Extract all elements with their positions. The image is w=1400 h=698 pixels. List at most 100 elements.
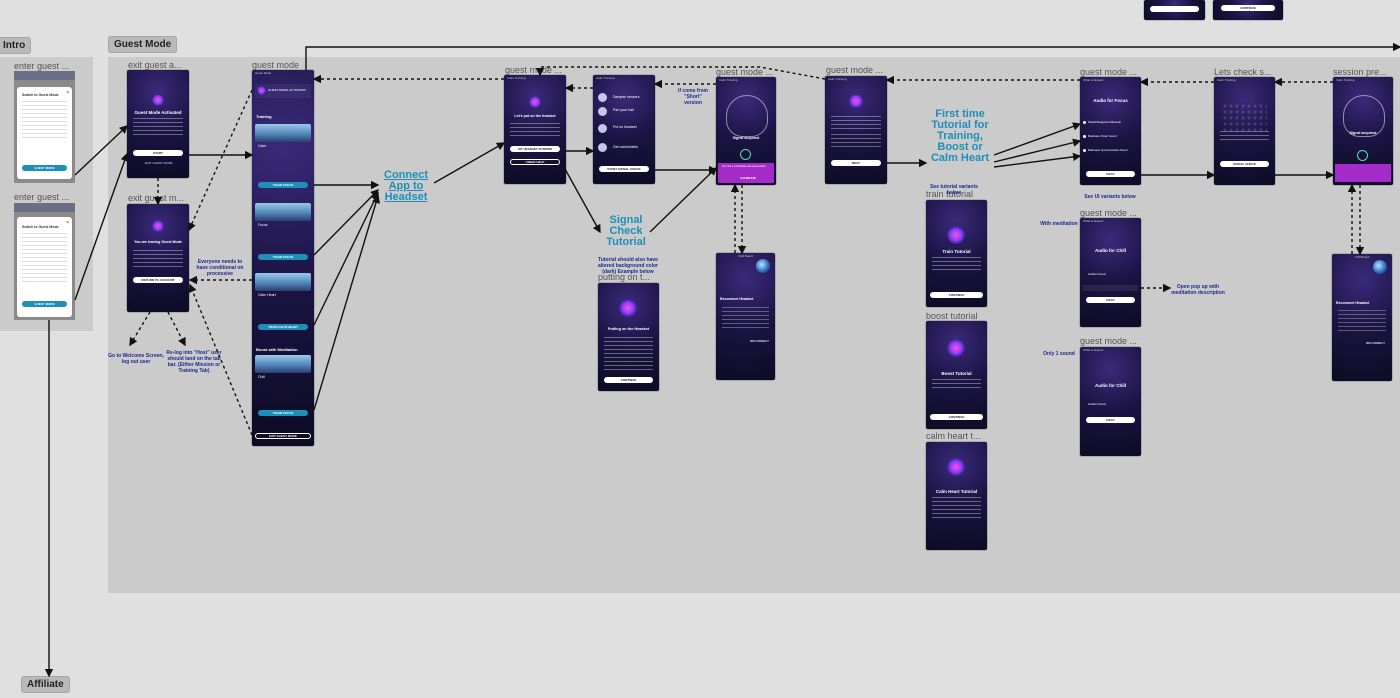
leaving-guest-mode-screen[interactable]: You are leaving Guest Mode RETURN TO ACC… (127, 204, 189, 312)
continue-button-putting[interactable]: CONTINUE (604, 377, 653, 383)
chill-header: What to Expect (1083, 219, 1104, 223)
radio-icon-2[interactable] (1083, 135, 1086, 138)
intro-card-1-body (22, 101, 67, 141)
check-icon-2 (1357, 150, 1368, 161)
focus-label: Focus (258, 223, 268, 227)
continue-button-train[interactable]: CONTINUE (930, 292, 983, 298)
signal-steps-screen[interactable]: Calm Training Dampen sensors Part your h… (593, 75, 655, 184)
intro-card-1[interactable]: Switch to Guest Mode × GUEST MODE (17, 87, 72, 179)
connect-app-annotation[interactable]: Connect App to Headset (384, 169, 428, 203)
train-calm-heart-button[interactable]: TRAIN CALM HEART (258, 324, 308, 330)
signal-acquired-screen[interactable]: Calm Training Signal acquired Tip: Find … (716, 77, 776, 185)
guest-mode-activated-screen[interactable]: Guest Mode Activated START EXIT GUEST MO… (127, 70, 189, 178)
intro-frame-1[interactable]: Switch to Guest Mode × GUEST MODE (14, 71, 75, 183)
train-focus-button-1[interactable]: TRAIN FOCUS (258, 182, 308, 188)
start-button[interactable]: START (133, 150, 183, 156)
train-focus-button-2[interactable]: TRAIN FOCUS (258, 254, 308, 260)
toggle-row[interactable] (1083, 285, 1138, 291)
guest-mode-button-2[interactable]: GUEST MODE (22, 301, 67, 307)
headset-title: Let's put on the headset (514, 114, 556, 118)
intro-frame-2[interactable]: Switch to Guest Mode × GUEST MODE (14, 203, 75, 320)
focus-option-1[interactable]: Pulsed Background Binaural (1088, 121, 1121, 124)
headset-worn-button[interactable]: MY HEADSET IS WORN (510, 146, 560, 152)
session-header: Calm Training (1336, 78, 1355, 82)
logo-orb-icon (947, 458, 965, 476)
chill-label: Chill (258, 375, 265, 379)
chill2-title: Audio for Chill (1095, 383, 1126, 388)
close-icon[interactable]: × (66, 220, 69, 226)
check-header: Calm Training (1217, 78, 1236, 82)
signal-check-button[interactable]: SIGNAL CHECK (1220, 161, 1269, 167)
head-icon-1 (598, 93, 607, 102)
guest-mode-button-1[interactable]: GUEST MODE (22, 165, 67, 171)
intro-label[interactable]: Intro (0, 37, 32, 54)
chill-option-1[interactable]: Ambient Sound (1088, 273, 1106, 276)
reconnect-button-1[interactable]: RECONNECT (750, 339, 770, 343)
frame-title-session-pre: session pre... (1333, 67, 1387, 77)
okay-button-chill2[interactable]: OKAY (1086, 417, 1135, 423)
partial-frame-1[interactable] (1144, 0, 1205, 20)
next-button[interactable]: NEXT (831, 160, 881, 166)
affiliate-label[interactable]: Affiliate (21, 676, 70, 693)
partial-continue-button[interactable]: CONTINUE (1221, 5, 1275, 11)
signal-check-annotation[interactable]: Signal Check Tutorial (606, 214, 646, 248)
reconnect-headset-screen-1[interactable]: Chill Board Reconnect Headset RECONNECT (716, 253, 775, 380)
putting-on-headset-screen[interactable]: Putting on the Headset CONTINUE (598, 283, 659, 391)
exit-guest-mode-link[interactable]: EXIT GUEST MODE (145, 161, 173, 165)
head-outline-icon (726, 95, 768, 137)
calm-heart-tutorial-screen[interactable]: Calm Heart Tutorial (926, 442, 987, 550)
radio-icon-3[interactable] (1083, 149, 1086, 152)
head-outline-icon-2 (1343, 95, 1385, 137)
start-signal-check-button[interactable]: START SIGNAL CHECK (599, 166, 649, 172)
focus-option-2[interactable]: Brainwave Power Sound (1088, 135, 1117, 138)
focus-option-3[interactable]: Brainwave Synchronization Sound (1088, 149, 1128, 152)
audio-for-chill-screen-2[interactable]: What to Expect Audio for Chill Ambient S… (1080, 347, 1141, 456)
tutorial-note: Tutorial should also have altered backgr… (597, 257, 658, 275)
partial-button[interactable] (1150, 6, 1199, 12)
audio-for-focus-screen[interactable]: What to Expect Audio for Focus Pulsed Ba… (1080, 77, 1141, 185)
logo-orb-icon (619, 299, 637, 317)
okay-button-focus[interactable]: OKAY (1086, 171, 1135, 177)
reconnect-button-2[interactable]: RECONNECT (1366, 341, 1386, 345)
guest-mode-list-screen[interactable]: Guest Mode GUEST MODE ACTIVATED Training… (252, 70, 314, 446)
intro-card-2-body (22, 233, 67, 285)
reconnect-header-1: Chill Board (738, 254, 753, 258)
audio-for-chill-screen[interactable]: What to Expect Audio for Chill Ambient S… (1080, 218, 1141, 327)
guest-mode-label[interactable]: Guest Mode (108, 36, 178, 53)
reconnect-text-1 (722, 307, 769, 331)
logo-orb-icon (849, 94, 863, 108)
signal-tip-bar[interactable]: Tip: Find a comfortable and quiet positi… (718, 163, 774, 183)
earth-icon (756, 259, 770, 273)
hex-pattern (1222, 103, 1267, 133)
list-header: Guest Mode (255, 71, 272, 75)
continue-button-boost[interactable]: CONTINUE (930, 414, 983, 420)
boost-tutorial-screen[interactable]: Boost Tutorial CONTINUE (926, 321, 987, 429)
train-focus-button-3[interactable]: TRAIN FOCUS (258, 410, 308, 416)
close-icon[interactable]: × (66, 90, 69, 96)
return-to-account-button[interactable]: RETURN TO ACCOUNT (133, 277, 183, 283)
radio-icon-1[interactable] (1083, 121, 1086, 124)
grid-header: Calm Training (828, 77, 847, 81)
activated-title: Guest Mode Activated (134, 110, 182, 115)
activated-banner: GUEST MODE ACTIVATED (255, 84, 311, 98)
reconnect-headset-screen-2[interactable]: Chill Board Reconnect Headset RECONNECT (1332, 254, 1392, 381)
step-3: Put on headset (613, 125, 637, 129)
session-tip-bar[interactable] (1335, 164, 1391, 182)
need-help-button[interactable]: I NEED HELP (510, 159, 560, 165)
calibrate-button[interactable]: CALIBRATE (740, 176, 756, 180)
put-on-headset-screen[interactable]: Calm Training Let's put on the headset M… (504, 75, 566, 184)
partial-frame-2[interactable]: CONTINUE (1213, 0, 1283, 20)
train-tutorial-screen[interactable]: Train Tutorial CONTINUE (926, 200, 987, 307)
focus-title: Audio for Focus (1093, 98, 1128, 103)
hex-grid-screen[interactable]: Calm Training NEXT (825, 76, 887, 184)
session-pre-screen[interactable]: Calm Training Signal acquired (1333, 77, 1393, 185)
chill2-option-1[interactable]: Ambient Sound (1088, 403, 1106, 406)
okay-button-chill[interactable]: OKAY (1086, 297, 1135, 303)
lets-check-screen[interactable]: Calm Training SIGNAL CHECK (1214, 77, 1275, 185)
frame-title-train-tutorial: train tutorial (926, 189, 974, 199)
intro-frame-2-topbar (14, 203, 75, 212)
first-time-annotation[interactable]: First time Tutorial for Training, Boost … (930, 108, 990, 164)
boost-tutorial-title: Boost Tutorial (941, 371, 972, 376)
intro-card-2[interactable]: Switch to Guest Mode × GUEST MODE (17, 217, 72, 317)
exit-guest-mode-button[interactable]: EXIT GUEST MODE (255, 433, 311, 439)
